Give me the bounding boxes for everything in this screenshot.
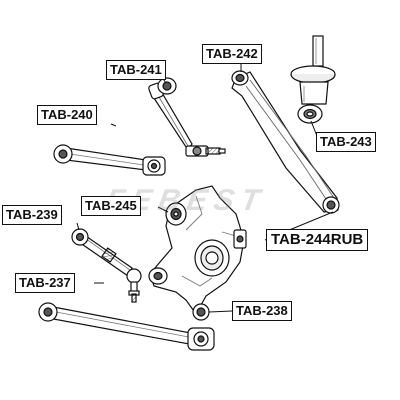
lower-control-arm bbox=[231, 70, 340, 214]
upper-arm-241 bbox=[148, 77, 226, 157]
toe-link-239 bbox=[71, 228, 142, 303]
part-label-tab-241: TAB-241 bbox=[106, 60, 166, 80]
part-label-tab-242: TAB-242 bbox=[202, 44, 262, 64]
lower-arm-237 bbox=[38, 302, 215, 351]
part-label-tab-240: TAB-240 bbox=[37, 105, 97, 125]
part-label-tab-237: TAB-237 bbox=[15, 273, 75, 293]
part-label-tab-239: TAB-239 bbox=[2, 205, 62, 225]
part-label-tab-238: TAB-238 bbox=[232, 301, 292, 321]
shock-absorber bbox=[290, 35, 336, 124]
lateral-arm-240 bbox=[53, 144, 166, 176]
rear-knuckle bbox=[148, 185, 247, 321]
part-label-tab-243: TAB-243 bbox=[316, 132, 376, 152]
part-label-tab-245: TAB-245 bbox=[81, 196, 141, 216]
part-label-tab-244rub: TAB-244RUB bbox=[266, 229, 369, 251]
